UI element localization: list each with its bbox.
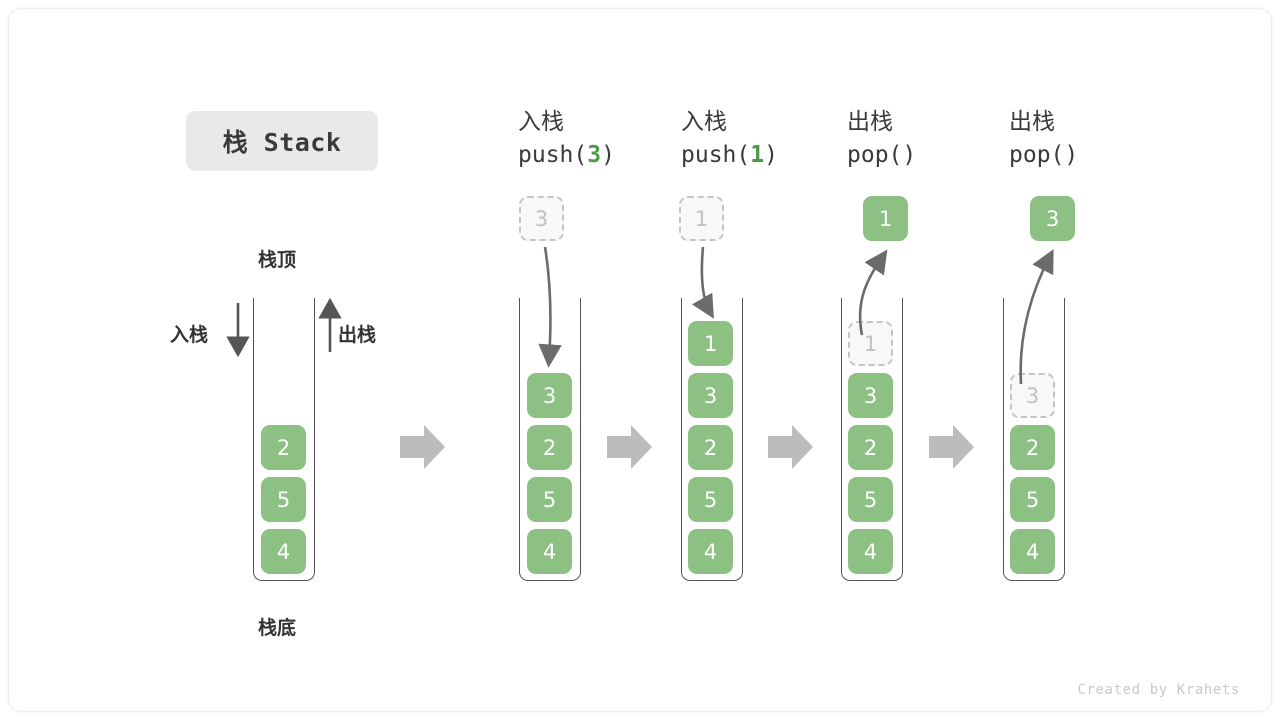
ghost-cell-incoming: 1 <box>679 196 724 241</box>
column-header-push-1: 入栈 push(1) <box>681 106 871 171</box>
stack-cell: 2 <box>527 425 572 470</box>
column-header-code: pop() <box>847 139 1037 172</box>
column-header-code: push(1) <box>681 139 871 172</box>
title-badge: 栈 Stack <box>186 111 378 171</box>
stack-cell: 3 <box>688 373 733 418</box>
stack-container-push-3 <box>519 298 581 581</box>
column-header-cn: 入栈 <box>681 109 727 135</box>
stack-cell: 2 <box>688 425 733 470</box>
code-prefix: pop( <box>847 141 903 168</box>
ghost-cell-removed: 1 <box>848 321 893 366</box>
code-prefix: pop( <box>1009 141 1065 168</box>
stack-cell: 1 <box>688 321 733 366</box>
code-suffix: ) <box>902 141 917 168</box>
popped-cell: 1 <box>863 196 908 241</box>
stack-cell: 2 <box>1010 425 1055 470</box>
stack-cell: 2 <box>848 425 893 470</box>
stack-cell: 4 <box>848 529 893 574</box>
stack-cell: 4 <box>261 529 306 574</box>
label-stack-top: 栈顶 <box>258 249 297 271</box>
column-header-code: push(3) <box>518 139 708 172</box>
column-header-cn: 出栈 <box>847 109 893 135</box>
stack-cell: 5 <box>261 477 306 522</box>
label-stack-bottom: 栈底 <box>258 617 297 639</box>
column-header-pop-2: 出栈 pop() <box>1009 106 1199 171</box>
stack-cell: 2 <box>261 425 306 470</box>
popped-cell: 3 <box>1030 196 1075 241</box>
stack-container-pop-2 <box>1003 298 1065 581</box>
stack-cell: 5 <box>527 477 572 522</box>
column-header-cn: 入栈 <box>518 109 564 135</box>
ghost-cell-incoming: 3 <box>519 196 564 241</box>
stack-cell: 4 <box>688 529 733 574</box>
stack-container-push-1 <box>681 298 743 581</box>
column-header-code: pop() <box>1009 139 1199 172</box>
column-header-push-3: 入栈 push(3) <box>518 106 708 171</box>
stack-cell: 4 <box>1010 529 1055 574</box>
code-arg: 1 <box>750 141 765 168</box>
code-suffix: ) <box>601 141 615 168</box>
code-suffix: ) <box>764 141 778 168</box>
column-header-cn: 出栈 <box>1009 109 1055 135</box>
stack-container-pop-1 <box>841 298 903 581</box>
stack-cell: 3 <box>527 373 572 418</box>
stack-cell: 5 <box>688 477 733 522</box>
stack-cell: 5 <box>848 477 893 522</box>
footer-credit: Created by Krahets <box>1077 682 1240 698</box>
stack-cell: 3 <box>848 373 893 418</box>
stack-cell: 5 <box>1010 477 1055 522</box>
code-arg: 3 <box>587 141 602 168</box>
code-suffix: ) <box>1064 141 1079 168</box>
ghost-cell-removed: 3 <box>1010 373 1055 418</box>
label-push-left: 入栈 <box>170 324 209 346</box>
stack-cell: 4 <box>527 529 572 574</box>
code-prefix: push( <box>518 141 588 168</box>
code-prefix: push( <box>681 141 751 168</box>
label-pop-right: 出栈 <box>338 324 377 346</box>
stack-container-initial <box>253 298 315 581</box>
column-header-pop-1: 出栈 pop() <box>847 106 1037 171</box>
